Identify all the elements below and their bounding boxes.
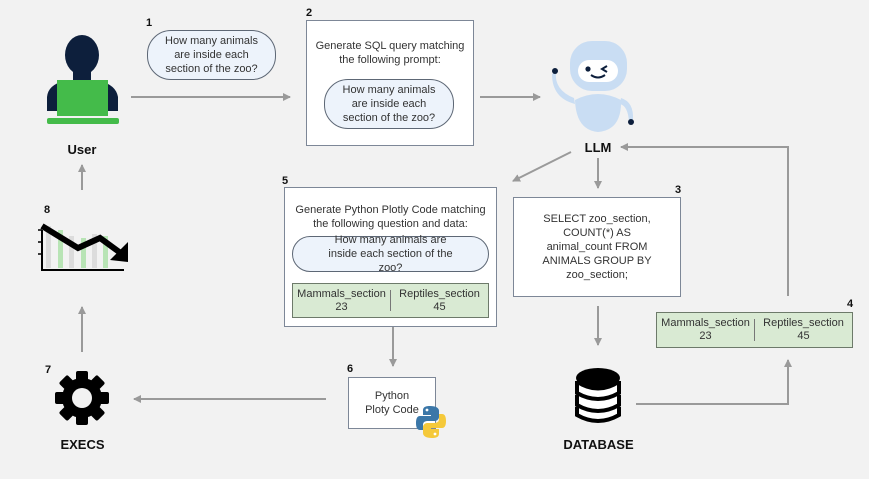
result-column-value: 45 [797,330,810,342]
user-at-laptop-icon [47,35,119,124]
sql-query-box: SELECT zoo_section, COUNT(*) AS animal_c… [513,197,681,297]
database-label: DATABASE [563,437,634,452]
user-node [44,35,124,125]
data-column-header: Mammals_section [297,287,386,300]
column-divider [390,290,391,311]
user-label: User [67,142,97,157]
trend-down-chart-icon [38,223,128,271]
data-column-mammals: Mammals_section 23 [293,284,390,317]
user-question-bubble: How many animals are inside each section… [147,30,276,80]
step-number-8: 8 [44,204,51,216]
python-code-label: Python Ploty Code [365,390,419,416]
database-node [573,365,623,427]
llm-label: LLM [584,140,612,155]
result-column-header: Reptiles_section [763,317,844,329]
data-column-value: 23 [335,300,348,313]
step-number-1: 1 [146,17,153,29]
plotly-prompt-question-text: How many animals are inside each section… [328,234,453,274]
arrow-db-to-result [636,359,792,405]
database-icon [575,368,621,423]
result-column-mammals: Mammals_section 23 [657,313,754,347]
python-logo-icon [416,406,446,438]
data-column-header: Reptiles_section [399,287,480,300]
arrow-llm-to-plotly [512,151,572,182]
arrow-result-to-llm [620,143,789,296]
result-column-header: Mammals_section [661,317,750,329]
chart-node [38,216,134,276]
step-number-2: 2 [306,7,313,19]
plotly-prompt-instruction: Generate Python Plotly Code matching the… [295,204,486,230]
sql-prompt-question-bubble: How many animals are inside each section… [324,79,454,129]
result-column-value: 23 [699,330,712,342]
data-column-value: 45 [433,300,446,313]
plotly-prompt-question-bubble: How many animals are inside each section… [292,234,489,274]
step-number-4: 4 [847,298,854,310]
robot-icon [552,41,634,132]
query-result-table: Mammals_section 23 Reptiles_section 45 [656,312,853,348]
python-logo [415,405,447,439]
execs-label: EXECS [60,437,105,452]
step-number-5: 5 [282,175,289,187]
sql-query-text: SELECT zoo_section, COUNT(*) AS animal_c… [542,213,652,281]
step-number-3: 3 [675,184,682,196]
step-number-6: 6 [347,363,354,375]
execs-node [53,369,111,427]
column-divider [754,319,755,341]
plotly-prompt-data-table: Mammals_section 23 Reptiles_section 45 [292,283,489,318]
sql-prompt-question-text: How many animals are inside each section… [342,84,436,124]
llm-node [550,38,640,138]
data-column-reptiles: Reptiles_section 45 [391,284,488,317]
sql-prompt-instruction: Generate SQL query matching the followin… [315,40,465,66]
step-number-7: 7 [45,364,52,376]
result-column-reptiles: Reptiles_section 45 [755,313,852,347]
gear-icon [55,371,109,425]
sql-prompt-box: Generate SQL query matching the followin… [306,20,474,146]
user-question-text: How many animals are inside each section… [165,35,258,75]
plotly-prompt-box: Generate Python Plotly Code matching the… [284,187,497,327]
